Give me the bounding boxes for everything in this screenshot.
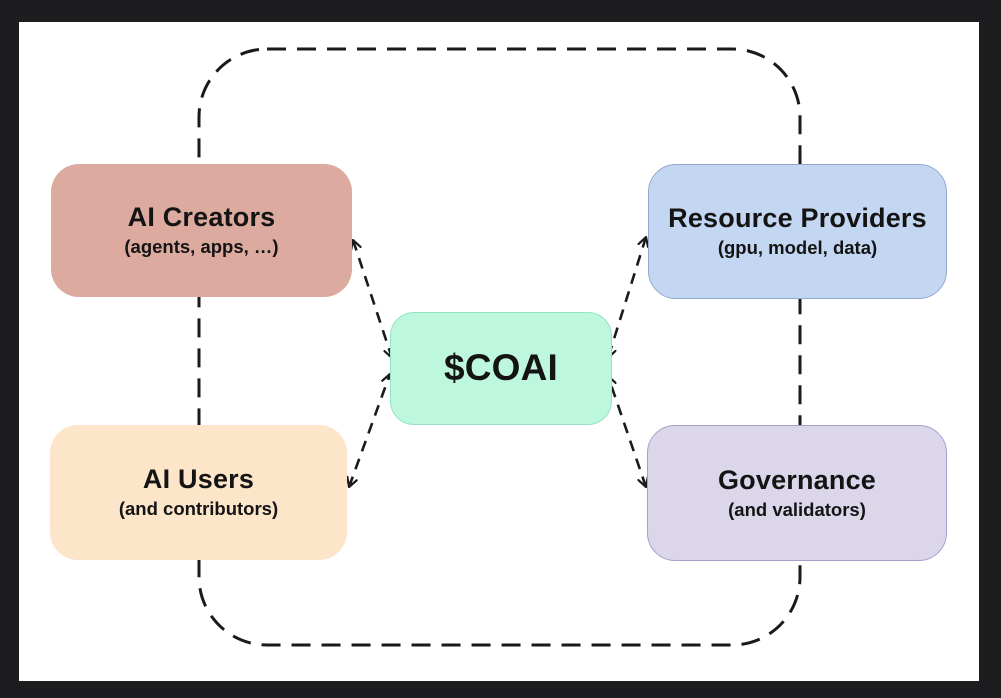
diagram-canvas: AI Creators (agents, apps, …) Resource P… bbox=[19, 22, 979, 681]
link-ai-users-coai bbox=[349, 374, 390, 487]
coai-token-label: $COAI bbox=[443, 347, 559, 389]
node-ai-creators: AI Creators (agents, apps, …) bbox=[51, 164, 352, 297]
node-subtitle: (agents, apps, …) bbox=[124, 236, 279, 258]
node-title: Resource Providers bbox=[668, 203, 927, 234]
link-ai-creators-coai bbox=[353, 240, 392, 358]
node-title: AI Creators bbox=[127, 202, 276, 233]
node-subtitle: (gpu, model, data) bbox=[717, 237, 878, 259]
node-subtitle: (and validators) bbox=[728, 498, 866, 520]
node-title: AI Users bbox=[142, 464, 255, 495]
node-resource-providers: Resource Providers (gpu, model, data) bbox=[648, 164, 947, 299]
node-title: Governance bbox=[717, 464, 877, 495]
link-governance-coai bbox=[608, 376, 646, 487]
link-resource-providers-coai bbox=[608, 237, 646, 358]
node-governance: Governance (and validators) bbox=[647, 425, 947, 561]
node-ai-users: AI Users (and contributors) bbox=[50, 425, 347, 560]
node-subtitle: (and contributors) bbox=[118, 498, 279, 520]
node-coai-token: $COAI bbox=[390, 312, 612, 425]
connector-lines bbox=[197, 47, 802, 647]
